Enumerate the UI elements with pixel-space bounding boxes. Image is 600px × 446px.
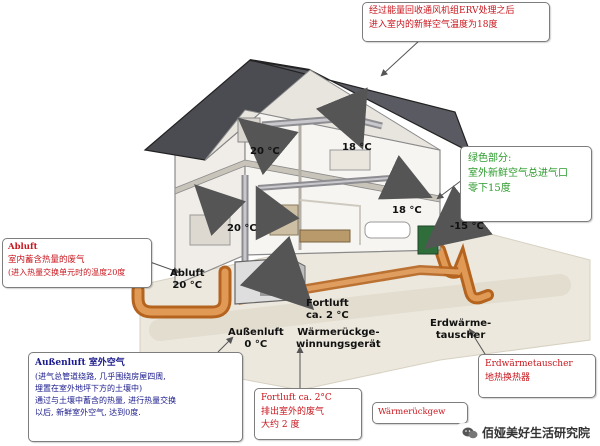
watermark-text: 佰娅美好生活研究院 xyxy=(482,424,590,441)
callout-aussenluft: Außenluft 室外空气 (进气总管道绕路, 几乎围绕房屋四周, 埋置在室外… xyxy=(28,352,243,442)
bottom-partial-line1: Wärmerückgew xyxy=(378,406,462,419)
intake-box xyxy=(418,226,438,254)
label-erdwaerme-line2: tauscher xyxy=(430,330,491,342)
label-recovery-unit: Wärmerückge- winnungsgerät xyxy=(296,327,381,350)
aussenluft-line1: Außenluft 室外空气 xyxy=(35,357,236,371)
leader-erv xyxy=(382,40,420,75)
aussenluft-line5: 以后, 新鲜室外空气, 达到0度. xyxy=(35,407,236,419)
label-fortluft: Fortluft ca. 2 °C xyxy=(306,298,349,321)
aussenluft-line4: 通过与土壤中蓄含的热量, 进行热量交换 xyxy=(35,395,236,407)
callout-erdwaermetauscher: Erdwärmetauscher 地热换热器 xyxy=(478,354,596,398)
fortluft-line2: 排出室外的废气 xyxy=(261,406,355,420)
table xyxy=(300,230,350,242)
green-section-line1: 绿色部分: xyxy=(468,151,584,166)
temp-intake: -15 °C xyxy=(450,221,484,232)
aussenluft-line3: 埋置在室外地坪下方的土壤中) xyxy=(35,383,236,395)
leader-green xyxy=(438,180,462,198)
abluft-line3: (进入热量交换单元时的温度20度 xyxy=(8,267,146,279)
erdwaerme-callout-line2: 地热换热器 xyxy=(485,372,589,386)
callout-bottom-partial: Wärmerückgew xyxy=(372,402,468,424)
label-recovery-line2: winnungsgerät xyxy=(296,339,381,351)
green-section-line3: 零下15度 xyxy=(468,181,584,196)
temp-room-right-upper: 18 °C xyxy=(342,142,372,153)
temp-room-right-mid: 18 °C xyxy=(392,205,422,216)
bathtub xyxy=(365,222,410,238)
label-erdwaerme-line1: Erdwärme- xyxy=(430,318,491,330)
label-fortluft-temp: ca. 2 °C xyxy=(306,310,349,322)
kitchen-unit xyxy=(190,215,230,245)
label-aussenluft-name: Außenluft xyxy=(228,327,284,339)
label-erdwaerme: Erdwärme- tauscher xyxy=(430,318,491,341)
label-abluft-name: Abluft xyxy=(170,268,205,280)
bed xyxy=(330,150,370,170)
label-recovery-line1: Wärmerückge- xyxy=(296,327,381,339)
fortluft-line1: Fortluft ca. 2°C xyxy=(261,392,355,406)
fortluft-line3: 大约 2 度 xyxy=(261,419,355,433)
temp-room-mid: 20 °C xyxy=(227,223,257,234)
callout-erv-note: 经过能量回收通风机组ERV处理之后 进入室内的新鲜空气温度为18度 xyxy=(362,2,550,42)
label-abluft-temp: 20 °C xyxy=(170,280,205,292)
label-aussenluft-temp: 0 °C xyxy=(228,339,284,351)
callout-abluft: Abluft 室内蓄含热量的废气 (进入热量交换单元时的温度20度 xyxy=(2,238,152,288)
stairs xyxy=(270,205,298,235)
erdwaerme-callout-line1: Erdwärmetauscher xyxy=(485,358,589,372)
label-abluft: Abluft 20 °C xyxy=(170,268,205,291)
aussenluft-line2: (进气总管道绕路, 几乎围绕房屋四周, xyxy=(35,371,236,383)
watermark: 佰娅美好生活研究院 xyxy=(458,423,594,442)
temp-room-left: 20 °C xyxy=(250,146,280,157)
callout-green-section: 绿色部分: 室外新鲜空气总进气口 零下15度 xyxy=(460,146,592,222)
erv-note-line2: 进入室内的新鲜空气温度为18度 xyxy=(369,19,543,33)
label-aussenluft: Außenluft 0 °C xyxy=(228,327,284,350)
green-section-line2: 室外新鲜空气总进气口 xyxy=(468,166,584,181)
erv-note-line1: 经过能量回收通风机组ERV处理之后 xyxy=(369,5,543,19)
abluft-line1: Abluft xyxy=(8,241,146,254)
wechat-icon xyxy=(462,426,478,440)
abluft-line2: 室内蓄含热量的废气 xyxy=(8,254,146,267)
label-fortluft-name: Fortluft xyxy=(306,298,349,310)
callout-fortluft: Fortluft ca. 2°C 排出室外的废气 大约 2 度 xyxy=(254,388,362,440)
intake-arrow xyxy=(438,230,448,238)
